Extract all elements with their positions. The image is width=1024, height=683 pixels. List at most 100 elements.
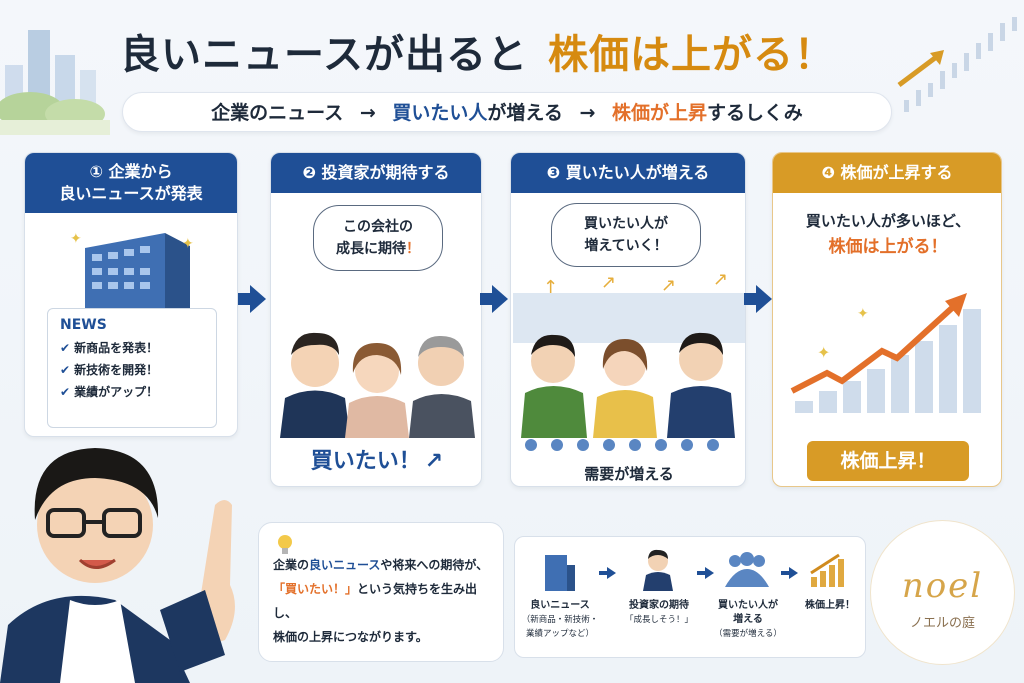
buyers-crowd-illustration: ↑ ↗ ↗ ↗	[513, 273, 745, 451]
bubble-line2-mark: ！	[406, 241, 420, 257]
noel-garden-logo: noel ノエルの庭	[870, 520, 1015, 665]
page-title: 良いニュースが出ると株価は上がる！	[120, 22, 835, 80]
logo-script: noel	[901, 566, 984, 606]
price-rise-badge: 株価上昇！	[807, 441, 969, 481]
news-panel: NEWS ✔新商品を発表！ ✔新技術を開発！ ✔業績がアップ！	[47, 308, 217, 428]
bubble-line2: 増えていく！	[584, 238, 668, 254]
subtitle-part2-highlight: 買いたい人	[392, 102, 488, 124]
explanation-panel: 企業の良いニュースや将来への期待が、 「買いたい！」という気持ちを生み出し、 株…	[258, 522, 504, 662]
flow-sub1: （需要が増える）	[714, 629, 782, 639]
news-item: ✔業績がアップ！	[60, 383, 204, 400]
explain-l1b: 良いニュース	[309, 558, 381, 572]
step-2-header: ❷ 投資家が期待する	[271, 153, 481, 193]
price-line2: 株価は上がる！	[828, 237, 948, 257]
step-3-header: ❸ 買いたい人が増える	[511, 153, 745, 193]
flow-arrow-icon	[697, 567, 714, 579]
presenter-illustration	[0, 448, 235, 683]
subtitle-arrow-2: →	[579, 102, 596, 124]
flow-sub1: 「成長しそう！」	[624, 615, 693, 625]
rising-bar-chart-illustration: ✦✦	[790, 293, 981, 413]
svg-text:↗: ↗	[713, 273, 728, 290]
svg-text:↑: ↑	[543, 277, 558, 298]
flow-sub2: 業績アップなど）	[525, 629, 594, 639]
step-1-header: ① 企業から 良いニュースが発表	[25, 153, 237, 213]
people-group-icon	[725, 552, 769, 587]
investors-illustration	[280, 332, 475, 438]
flow-label: 良いニュース	[530, 600, 590, 611]
explain-line1: 企業の良いニュースや将来への期待が、	[273, 553, 493, 577]
flow-label2: 増える	[733, 614, 763, 625]
svg-text:✦: ✦	[182, 236, 194, 252]
check-icon: ✔	[60, 341, 71, 355]
title-main: 良いニュースが出ると	[120, 32, 528, 78]
rising-chart-icon	[810, 553, 844, 587]
flow-summary-panel: 良いニュース （新商品・新技術・業績アップなど） 投資家の期待 「成長しそう！」…	[514, 536, 866, 658]
bubble-line1: この会社の	[343, 219, 413, 235]
step-arrow-icon	[480, 285, 508, 313]
subtitle-part1: 企業のニュース	[211, 102, 344, 124]
bubble-line2-text: 成長に期待	[336, 241, 406, 257]
up-arrow-icon: ↗	[424, 449, 444, 474]
buy-caption: 買いたい！↗	[271, 443, 481, 475]
news-item-text: 新商品を発表！	[74, 341, 159, 355]
explain-line2: 「買いたい！」という気持ちを生み出し、	[273, 577, 493, 625]
bubble-line1: 買いたい人が	[584, 216, 668, 232]
flow-item-buyers: 買いたい人が 増える （需要が増える）	[711, 599, 785, 641]
explain-l2a: 「買いたい！」	[273, 582, 358, 596]
subtitle-part3-highlight: 株価が上昇	[612, 102, 708, 124]
explain-l1a: 企業の	[273, 558, 310, 572]
flow-item-price: 株価上昇！	[795, 599, 865, 613]
flow-item-investor: 投資家の期待 「成長しそう！」	[617, 599, 701, 627]
step-card-4: ❹ 株価が上昇する 買いたい人が多いほど、 株価は上がる！ ✦✦ 株価上昇！	[772, 152, 1002, 487]
lightbulb-icon	[278, 535, 292, 554]
price-line1: 買いたい人が多いほど、	[805, 212, 971, 230]
price-explanation: 買いたい人が多いほど、 株価は上がる！	[773, 208, 1001, 260]
investor-thought-bubble: この会社の 成長に期待！	[313, 205, 443, 271]
svg-text:↗: ↗	[661, 275, 676, 296]
buy-caption-text: 買いたい！	[310, 449, 421, 474]
flow-arrow-icon	[781, 567, 798, 579]
news-item: ✔新技術を開発！	[60, 361, 204, 378]
subtitle-part3-rest: するしくみ	[707, 102, 803, 124]
explain-l2b: という気持ちを生み出し、	[273, 582, 478, 620]
check-icon: ✔	[60, 363, 71, 377]
step-card-1: ① 企業から 良いニュースが発表 ✦✦ NEWS ✔新商品を発表！ ✔新技術を開…	[24, 152, 238, 437]
flow-arrow-icon	[599, 567, 616, 579]
flow-label: 買いたい人が	[718, 600, 778, 611]
step-arrow-icon	[238, 285, 266, 313]
subtitle-part2-rest: が増える	[487, 102, 563, 124]
flow-label: 投資家の期待	[629, 600, 689, 611]
building-icon	[545, 555, 575, 591]
explain-line3: 株価の上昇につながります。	[273, 630, 428, 644]
svg-text:↗: ↗	[601, 273, 616, 293]
step-arrow-icon	[744, 285, 772, 313]
flow-item-news: 良いニュース （新商品・新技術・業績アップなど）	[519, 599, 601, 641]
step-4-header: ❹ 株価が上昇する	[773, 153, 1001, 193]
subtitle-banner: 企業のニュース → 買いたい人が増える → 株価が上昇するしくみ	[122, 92, 892, 132]
step-1-label-line2: 良いニュースが発表	[59, 184, 203, 203]
svg-text:✦: ✦	[70, 231, 82, 247]
step-card-3: ❸ 買いたい人が増える 買いたい人が 増えていく！ ↑ ↗ ↗ ↗ 需要が増える	[510, 152, 746, 487]
demand-caption: 需要が増える	[584, 465, 674, 483]
svg-text:✦: ✦	[857, 306, 869, 322]
flow-sub1: （新商品・新技術・	[521, 615, 599, 625]
news-item-text: 新技術を開発！	[74, 363, 159, 377]
news-item: ✔新商品を発表！	[60, 339, 204, 356]
investor-icon	[643, 549, 673, 591]
explain-l1c: や将来への期待が、	[380, 558, 489, 572]
subtitle-arrow-1: →	[359, 102, 376, 124]
svg-text:✦: ✦	[817, 343, 830, 362]
office-building-icon: ✦✦	[70, 231, 194, 308]
news-item-text: 業績がアップ！	[74, 385, 159, 399]
bubble-line2: 成長に期待！	[314, 238, 442, 260]
logo-subtitle: ノエルの庭	[909, 616, 975, 631]
rising-candlestick-chart-illustration	[897, 17, 1017, 112]
city-skyline-illustration	[0, 30, 110, 135]
flow-label: 株価上昇！	[805, 600, 855, 611]
title-accent: 株価は上がる！	[548, 32, 835, 78]
check-icon: ✔	[60, 385, 71, 399]
news-title: NEWS	[60, 317, 107, 333]
buyers-speech-bubble: 買いたい人が 増えていく！	[551, 203, 701, 267]
step-1-label-line1: ① 企業から	[89, 162, 173, 181]
step-card-2: ❷ 投資家が期待する この会社の 成長に期待！ 買いたい！↗	[270, 152, 482, 487]
